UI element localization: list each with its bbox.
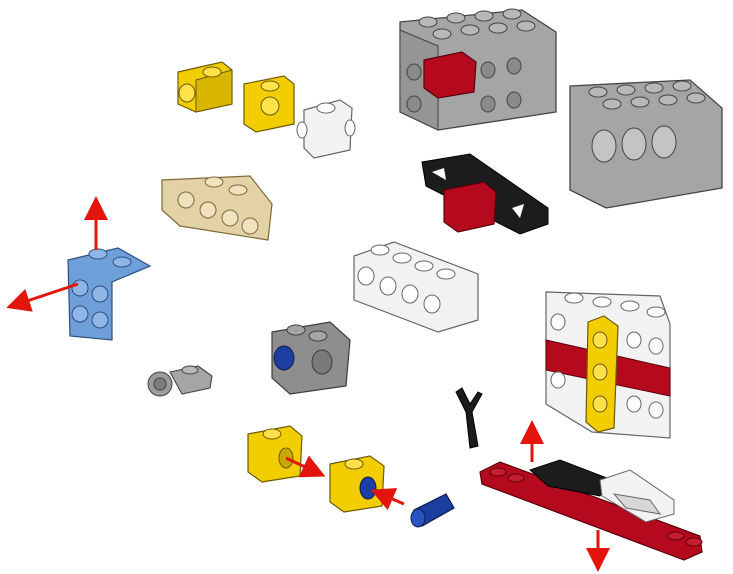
- white-red-wall-with-yellow-plate: [545, 291, 671, 439]
- tan-bracket-1x4: [161, 175, 273, 241]
- arrow-left-2: [370, 488, 405, 511]
- white-brick-1x1-studs-side: [296, 99, 356, 159]
- gray-plate-round-clip: [147, 365, 213, 397]
- gray-brick-2x4-holes: [569, 79, 723, 209]
- yellow-bracket-1x1: [177, 61, 233, 113]
- gray-technic-brick-1x2: [271, 321, 351, 395]
- yellow-technic-brick-1x1: [247, 425, 303, 483]
- arrow-left: [6, 282, 79, 312]
- yellow-technic-brick-1x1-with-pin: [329, 455, 385, 513]
- red-plate-assembly: [479, 459, 703, 561]
- black-plate-with-red-block: [421, 153, 549, 235]
- arrow-right: [285, 455, 326, 478]
- blue-technic-pin: [410, 493, 455, 528]
- black-antenna: [455, 387, 483, 449]
- yellow-bracket-1x1-b: [243, 75, 295, 133]
- blue-bracket-2x2: [67, 247, 152, 341]
- gray-brick-2x4-with-red-block: [399, 8, 557, 131]
- white-brick-1x4-studs-side: [353, 241, 479, 333]
